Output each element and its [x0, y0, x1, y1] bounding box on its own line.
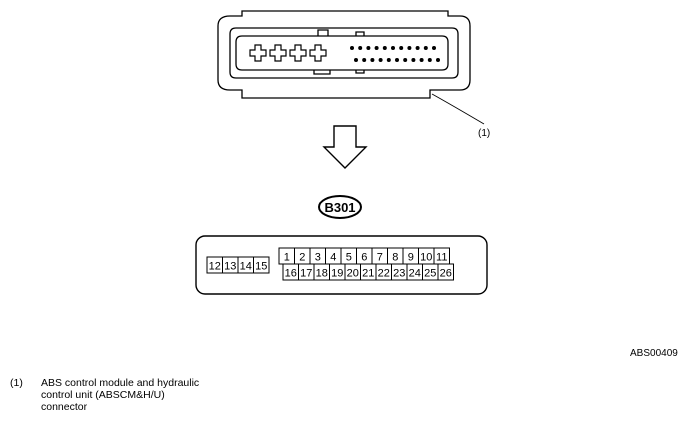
pin-number: 13: [224, 261, 236, 273]
signal-pin-group: [350, 46, 440, 62]
signal-pin: [382, 46, 387, 50]
signal-pin: [378, 58, 383, 62]
legend-text-line: control unit (ABSCM&H/U): [41, 389, 165, 401]
legend-text-line: ABS control module and hydraulic: [41, 377, 200, 389]
pin-cell: 15: [253, 256, 270, 274]
pin-cell: 5: [340, 247, 357, 265]
signal-pin: [358, 46, 363, 50]
power-pin: [269, 44, 287, 62]
signal-pin: [362, 58, 367, 62]
pin-number: 19: [331, 268, 343, 280]
signal-pin: [386, 58, 391, 62]
pin-cell: 22: [375, 263, 392, 281]
pin-number: 8: [392, 252, 398, 264]
signal-pin: [432, 46, 436, 50]
signal-pin: [415, 46, 420, 50]
pin-cell: 24: [406, 263, 423, 281]
pin-cell: 20: [344, 263, 361, 281]
pin-cell: 7: [371, 247, 388, 265]
signal-pin: [374, 46, 379, 50]
pin-number: 23: [393, 268, 405, 280]
signal-pin: [350, 46, 354, 50]
pin-number: 15: [255, 261, 267, 273]
legend-item-text: ABS control module and hydraulic control…: [41, 377, 241, 413]
callout-number: (1): [478, 128, 491, 139]
pin-number: 14: [240, 261, 252, 273]
signal-pin: [366, 46, 371, 50]
pin-number: 25: [424, 268, 436, 280]
pin-cell: 25: [422, 263, 439, 281]
pin-cell: 8: [387, 247, 404, 265]
pin-cell: 10: [418, 247, 435, 265]
pin-number: 10: [420, 252, 432, 264]
pin-number: 26: [440, 268, 452, 280]
pin-number: 7: [377, 252, 383, 264]
pin-number: 5: [346, 252, 352, 264]
pin-number: 9: [408, 252, 414, 264]
pin-cell: 13: [222, 256, 239, 274]
power-pin-group: [249, 44, 327, 62]
pin-number: 22: [378, 268, 390, 280]
pin-cell: 26: [437, 263, 454, 281]
pin-cell: 16: [282, 263, 299, 281]
connector-id: B301: [324, 200, 355, 215]
power-pin: [249, 44, 267, 62]
signal-pin: [370, 58, 375, 62]
pin-number: 24: [409, 268, 421, 280]
pin-number: 2: [299, 252, 305, 264]
legend-text-line: connector: [41, 401, 88, 413]
signal-pin: [354, 58, 358, 62]
pin-number: 16: [285, 268, 297, 280]
pin-number: 17: [300, 268, 312, 280]
pin-number: 11: [436, 252, 447, 264]
pin-cell: 23: [391, 263, 408, 281]
signal-pin: [391, 46, 395, 50]
callout-leader-line: [431, 93, 485, 125]
pin-number: 4: [330, 252, 336, 264]
pin-number: 6: [361, 252, 367, 264]
legend-item-number: (1): [10, 377, 23, 389]
pin-cell: 21: [360, 263, 377, 281]
pin-number: 18: [316, 268, 328, 280]
pin-number: 20: [347, 268, 359, 280]
pin-cell: 1: [278, 247, 295, 265]
signal-pin: [427, 58, 432, 62]
signal-pin: [395, 58, 399, 62]
signal-pin: [419, 58, 424, 62]
pin-cell: 6: [356, 247, 373, 265]
power-pin: [289, 44, 307, 62]
pin-number: 21: [362, 268, 374, 280]
signal-pin: [403, 58, 408, 62]
signal-pin: [411, 58, 416, 62]
signal-pin: [407, 46, 412, 50]
figure-code: ABS00409: [630, 348, 678, 359]
connector-id-ellipse: [318, 195, 362, 219]
signal-pin: [423, 46, 428, 50]
pin-cell: 4: [325, 247, 342, 265]
signal-pin: [399, 46, 404, 50]
power-pin: [309, 44, 327, 62]
connector-housing: [217, 10, 471, 99]
down-arrow: [322, 125, 368, 169]
pin-cell: 12: [206, 256, 223, 274]
pin-cell: 14: [237, 256, 254, 274]
pin-cell: 2: [294, 247, 311, 265]
pin-cell: 9: [402, 247, 419, 265]
pin-number: 3: [315, 252, 321, 264]
pin-number: 1: [284, 252, 290, 264]
pin-cell: 19: [329, 263, 346, 281]
pin-number: 12: [209, 261, 221, 273]
pin-cell: 17: [298, 263, 315, 281]
pin-cell: 11: [433, 247, 450, 265]
signal-pin: [436, 58, 440, 62]
pin-cell: 3: [309, 247, 326, 265]
pin-cell: 18: [313, 263, 330, 281]
